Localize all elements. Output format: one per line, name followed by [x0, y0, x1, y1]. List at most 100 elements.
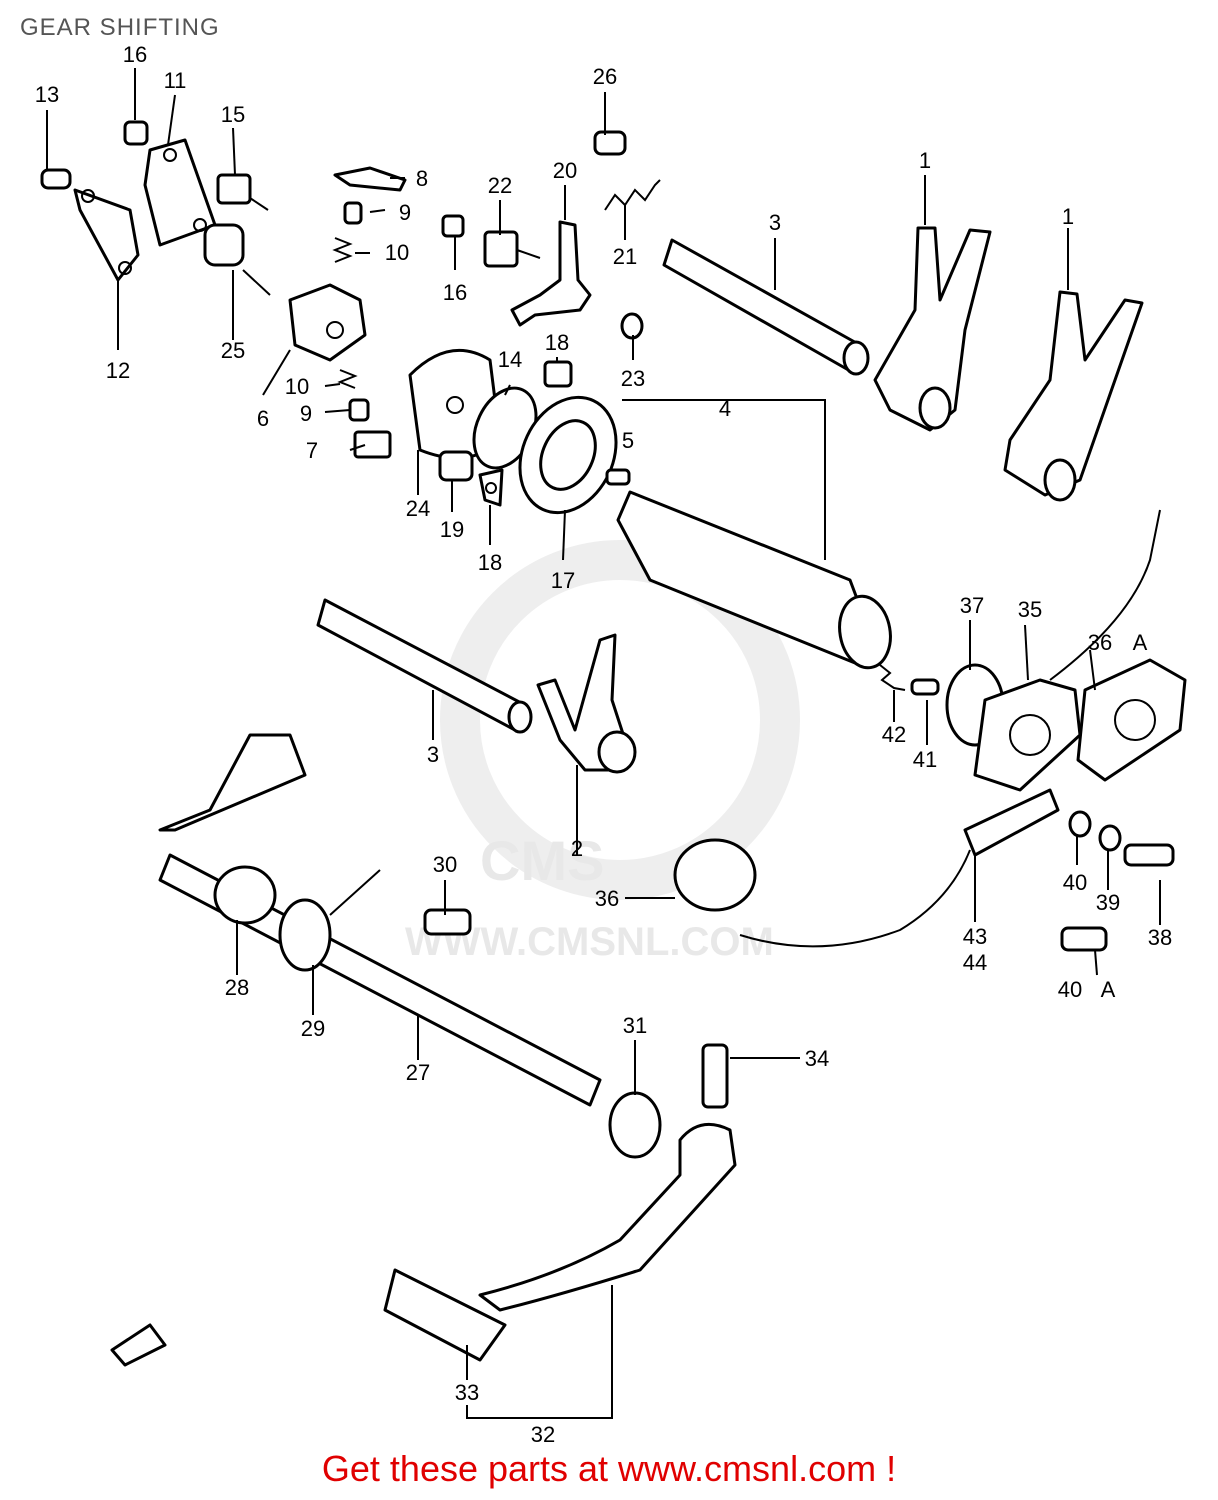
callout-16a: 16 [123, 42, 147, 67]
callout-26: 26 [593, 64, 617, 89]
callout-22: 22 [488, 173, 512, 198]
callout-6: 6 [257, 406, 269, 431]
part-4-shift-drum [616, 490, 892, 670]
callout-18b: 18 [545, 330, 569, 355]
part-9-pin-top [343, 201, 363, 225]
callout-1a: 1 [919, 148, 931, 173]
callout-10a: 10 [385, 240, 409, 265]
callout-7: 7 [306, 438, 318, 463]
part-10-spring-top [332, 237, 353, 263]
diagram-title: GEAR SHIFTING [20, 14, 220, 41]
callout-1b: 1 [1062, 204, 1074, 229]
callout-9a: 9 [399, 200, 411, 225]
callout-14: 14 [498, 347, 522, 372]
part-16-nut [123, 120, 149, 146]
callout-28: 28 [225, 975, 249, 1000]
part-27-shift-shaft [158, 733, 602, 1107]
callout-11: 11 [164, 68, 187, 93]
callout-43: 43 [963, 924, 987, 949]
callout-2: 2 [571, 836, 583, 861]
callout-30: 30 [433, 852, 457, 877]
part-8-pawl [333, 166, 407, 192]
callout-37: 37 [960, 593, 984, 618]
callout-12: 12 [106, 358, 130, 383]
callout-36b: 36 [595, 886, 619, 911]
part-41-pin [910, 678, 940, 696]
part-26-bolt [593, 130, 627, 156]
part-11-plate [143, 138, 217, 247]
part-3-fork-shaft-top [662, 238, 870, 376]
part-12-plate [73, 188, 140, 282]
part-28-collar [213, 865, 277, 925]
part-40-bolt [1060, 926, 1108, 952]
callout-21: 21 [613, 244, 637, 269]
part-32-gear-pedal [478, 1122, 737, 1312]
callout-25: 25 [221, 338, 245, 363]
callout-33: 33 [455, 1380, 479, 1405]
callout-38: 38 [1148, 925, 1172, 950]
part-7-pawl [353, 430, 392, 459]
callout-8: 8 [416, 166, 428, 191]
part-36-sensor [673, 838, 971, 948]
part-36-wire [1049, 509, 1161, 681]
part-13-bolt [40, 168, 72, 190]
part-3-fork-shaft-low [316, 598, 533, 734]
part-29-spring [278, 869, 381, 972]
callout-18a: 18 [478, 550, 502, 575]
callout-20: 20 [553, 158, 577, 183]
callout-31: 31 [623, 1013, 647, 1038]
watermark-brand: CMS [480, 829, 604, 892]
callout-15: 15 [221, 102, 245, 127]
part-36-cover [1076, 658, 1187, 782]
callout-a-bottom: A [1101, 977, 1116, 1002]
callout-3b: 3 [427, 742, 439, 767]
leader-lines [46, 68, 1161, 1419]
callout-29: 29 [301, 1016, 325, 1041]
callout-41: 41 [913, 747, 937, 772]
callout-17: 17 [551, 568, 575, 593]
callout-10b: 10 [285, 374, 309, 399]
part-17-bearing [518, 395, 618, 515]
part-34-bolt [701, 1043, 729, 1109]
callout-40b: 40 [1058, 977, 1082, 1002]
part-2-shift-fork [536, 633, 637, 774]
part-35-switch [973, 678, 1082, 792]
callout-42: 42 [882, 722, 906, 747]
callout-4: 4 [719, 396, 731, 421]
part-1-shift-fork-b [1003, 290, 1144, 502]
callout-35: 35 [1018, 597, 1042, 622]
part-18-clip-top [543, 360, 573, 388]
callout-19: 19 [440, 517, 464, 542]
callout-9b: 9 [300, 401, 312, 426]
callout-40a: 40 [1063, 870, 1087, 895]
callout-a-top: A [1133, 630, 1148, 655]
callout-36a: 36 [1088, 630, 1112, 655]
part-1-shift-fork-a [873, 226, 992, 432]
part-43-clamp [963, 788, 1060, 857]
callout-32: 32 [531, 1422, 555, 1447]
callout-13: 13 [35, 82, 59, 107]
watermark: CMS WWW.CMSNL.COM [405, 540, 800, 964]
callout-34: 34 [805, 1046, 829, 1071]
callout-39: 39 [1096, 890, 1120, 915]
footer-link[interactable]: Get these parts at www.cmsnl.com ! [321, 1448, 897, 1489]
callout-23: 23 [621, 366, 645, 391]
part-22-stud [483, 230, 541, 268]
callout-27: 27 [406, 1060, 430, 1085]
part-42-spring [879, 664, 906, 691]
callout-16b: 16 [443, 280, 467, 305]
part-39-washer [1098, 824, 1122, 852]
part-25-bolt [203, 223, 271, 296]
part-38-bolt [1123, 843, 1175, 867]
front-arrow-icon [110, 1323, 167, 1367]
part-10-spring-low [337, 369, 358, 389]
part-33-pedal-rubber [383, 1268, 507, 1362]
part-31-seal [608, 1091, 662, 1159]
part-16-nut-center [441, 214, 465, 238]
part-23-washer [620, 312, 644, 340]
callout-24: 24 [406, 496, 430, 521]
callout-labels: 1 1 2 3 3 4 5 6 7 8 9 9 10 10 11 12 13 1… [35, 42, 1172, 1447]
part-40-washer [1068, 810, 1092, 838]
part-9-pin-low [348, 398, 370, 422]
